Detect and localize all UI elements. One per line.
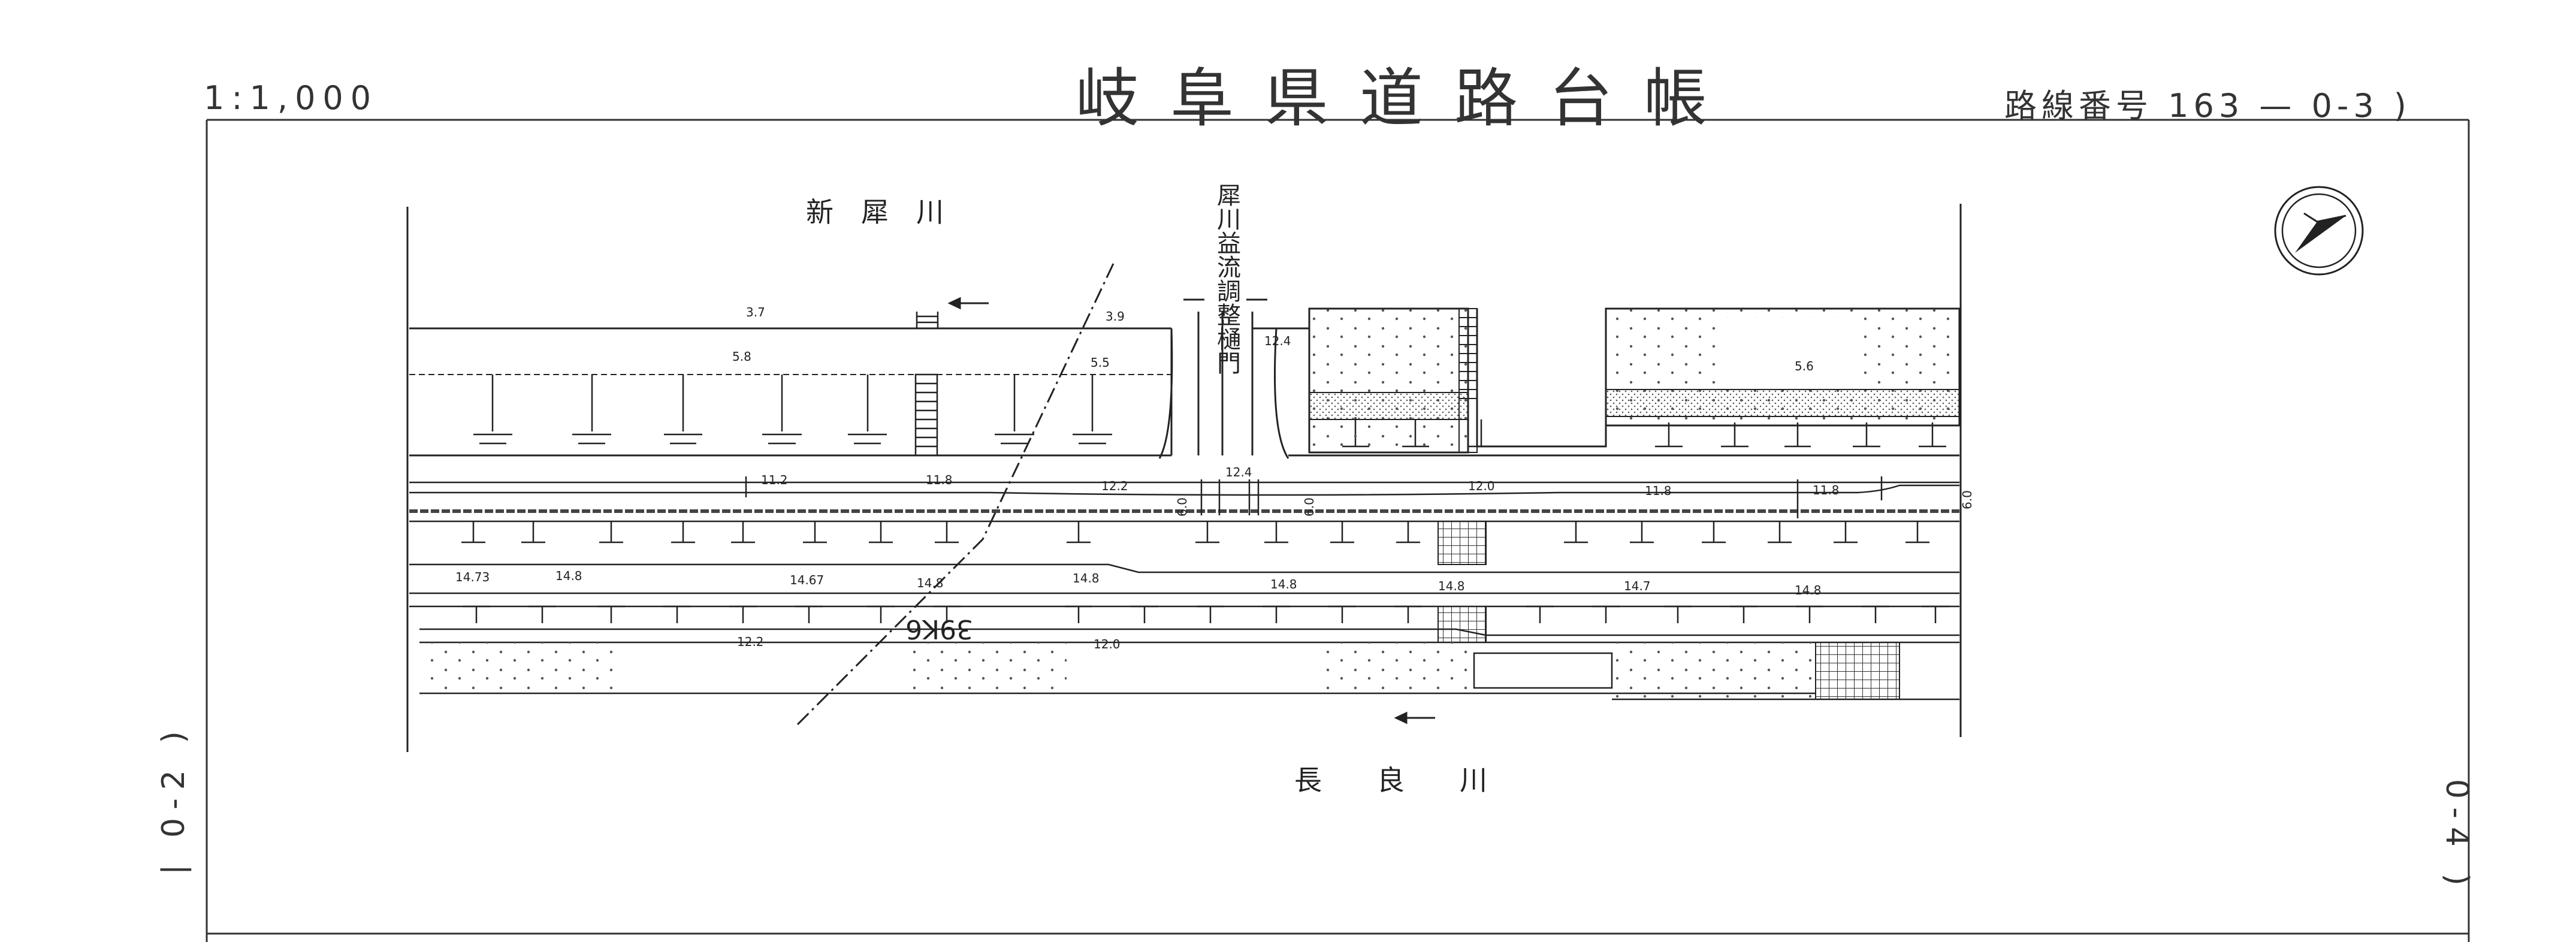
crosswalk-grid-north bbox=[1438, 521, 1487, 565]
parcel-west bbox=[419, 642, 623, 693]
measure-label: 12.4 bbox=[1225, 465, 1252, 479]
measurement-labels-vertical: 6.0 6.0 6.0 bbox=[1175, 490, 1974, 517]
crosswalk-grid-mid bbox=[1438, 606, 1487, 643]
building-east-clear-area bbox=[1726, 318, 1858, 387]
measure-label: 12.2 bbox=[1101, 479, 1128, 493]
parcel-east bbox=[1318, 642, 1474, 693]
measure-label: 12.0 bbox=[1468, 479, 1495, 493]
measure-label: 11.2 bbox=[761, 473, 788, 487]
measurement-labels-lower: 14.73 14.8 14.67 14.8 14.8 14.8 14.8 14.… bbox=[455, 569, 1822, 597]
parcel-far-east bbox=[1612, 642, 1816, 699]
riverside-structure bbox=[1473, 652, 1613, 689]
measure-label: 6.0 bbox=[1302, 497, 1316, 517]
measure-label: 14.8 bbox=[1795, 583, 1822, 597]
measure-label: 14.7 bbox=[1624, 579, 1651, 593]
arrow-left-icon bbox=[947, 297, 989, 310]
administrative-boundary-line bbox=[796, 263, 1115, 726]
map-scale: 1:1,000 bbox=[204, 79, 379, 117]
measurement-labels-top: 3.7 3.9 5.8 5.5 12.4 5.6 bbox=[732, 305, 1814, 373]
riverside-road-line bbox=[419, 628, 1959, 636]
measure-label: 5.5 bbox=[1091, 355, 1110, 370]
arrow-left-icon bbox=[1394, 711, 1435, 724]
measure-label: 5.8 bbox=[732, 349, 751, 364]
map-title: 岐阜県道路台帳 bbox=[1076, 62, 1738, 135]
distance-marker: 39K6 bbox=[905, 614, 973, 644]
measure-label: 12.4 bbox=[1264, 334, 1291, 348]
crosswalk-grid-south bbox=[1815, 642, 1900, 700]
embankment-slope-ticks bbox=[463, 605, 1949, 623]
measurement-labels-road: 11.2 11.8 12.2 12.4 12.0 11.8 11.8 bbox=[761, 465, 1840, 498]
measure-label: 11.8 bbox=[926, 473, 953, 487]
building-yard-outline bbox=[1476, 309, 1607, 448]
building-band-west bbox=[1309, 392, 1469, 420]
measure-label: 5.6 bbox=[1795, 359, 1814, 373]
measure-label: 3.7 bbox=[746, 305, 765, 319]
building-band-east bbox=[1605, 389, 1960, 417]
route-number: 路線番号 163 — 0-3 ) bbox=[2004, 87, 2411, 125]
measure-label: 12.2 bbox=[737, 635, 764, 649]
measure-label: 14.8 bbox=[1270, 577, 1297, 591]
measure-label: 6.0 bbox=[1960, 490, 1974, 509]
road-measure-arrows bbox=[745, 476, 1883, 518]
measure-label: 11.8 bbox=[1645, 484, 1672, 498]
measure-label: 14.8 bbox=[1073, 571, 1100, 585]
road-slope-ticks bbox=[461, 521, 1929, 544]
river-name-north: 新 犀 川 bbox=[806, 196, 944, 228]
embankment-top-line bbox=[409, 563, 1959, 573]
river-name-south: 長 良 川 bbox=[1294, 764, 1487, 796]
measure-label: 11.8 bbox=[1813, 483, 1840, 497]
road-centerline bbox=[409, 484, 1959, 496]
building-block-west bbox=[1308, 307, 1469, 454]
measure-label: 6.0 bbox=[1175, 497, 1189, 517]
measure-label: 14.8 bbox=[917, 576, 944, 590]
parcel-center bbox=[911, 642, 1067, 693]
measure-label: 14.67 bbox=[790, 573, 824, 587]
measure-label: 14.8 bbox=[555, 569, 582, 583]
measure-label: 14.8 bbox=[1438, 579, 1465, 593]
levee-staircase-west bbox=[914, 373, 938, 457]
sluice-gate-label: 犀川益流調整樋門 bbox=[1213, 183, 1240, 375]
north-arrow-icon bbox=[2274, 186, 2364, 276]
measure-label: 14.73 bbox=[455, 570, 490, 584]
measure-label: 12.0 bbox=[1094, 637, 1121, 651]
levee-staircase-top bbox=[916, 312, 939, 328]
sluice-gate-structure bbox=[1158, 298, 1309, 459]
measure-label: 3.9 bbox=[1106, 309, 1125, 324]
measurement-labels-bottom: 12.2 12.0 bbox=[737, 635, 1121, 651]
slope-ticks-north bbox=[473, 375, 1946, 448]
